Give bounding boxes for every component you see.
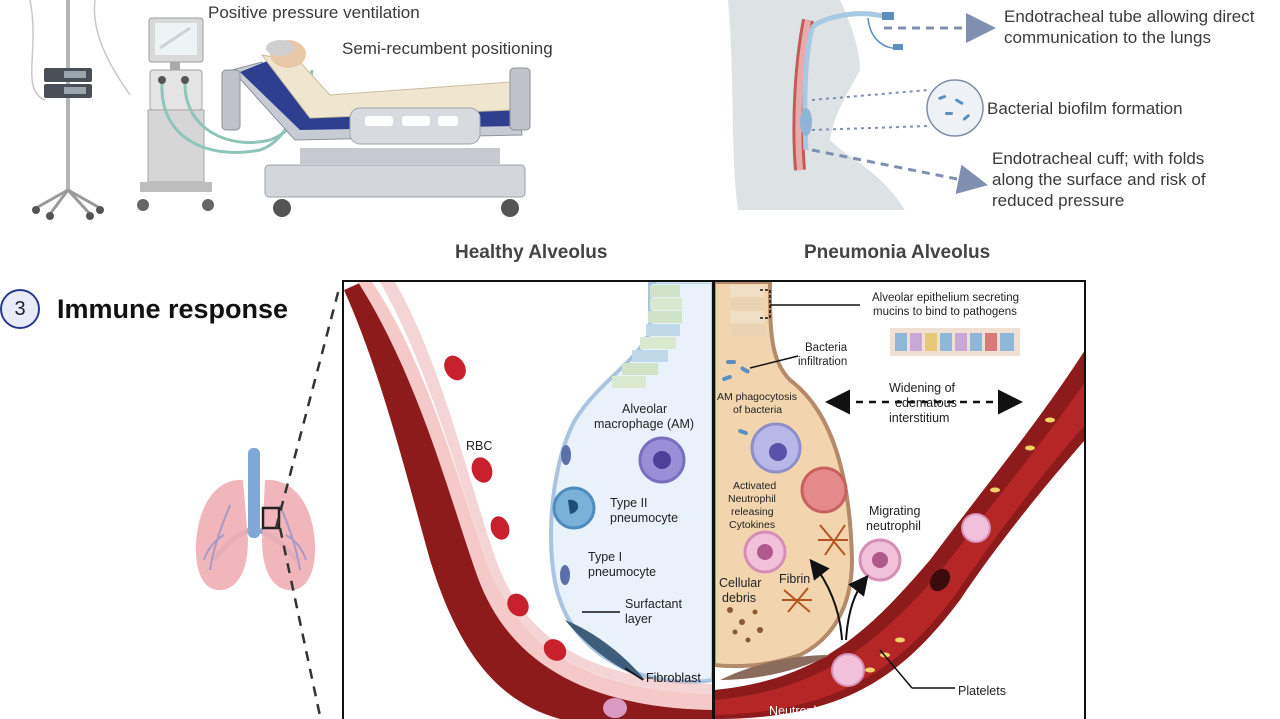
migrating-label-line2: neutrophil	[866, 519, 921, 533]
healthy-alveolus-panel	[344, 282, 713, 719]
am-phago-label-line1: AM phagocytosis	[717, 391, 797, 403]
fibrin-label: Fibrin	[779, 572, 811, 586]
iv-pole-illustration	[29, 0, 131, 220]
neutrophil-label: Neutrophil	[769, 704, 826, 718]
airway-illustration	[728, 0, 996, 210]
activated-label-line3: releasing	[731, 506, 774, 518]
cuff-label-line2: along the surface and risk of	[992, 170, 1206, 189]
bacteria-label-line1: Bacteria	[805, 342, 848, 354]
zoom-line-bottom	[278, 527, 322, 717]
activated-label-line2: Neutrophil	[728, 493, 776, 505]
pneumonia-alveolus-panel	[714, 282, 1085, 719]
step-number-badge: 3	[0, 289, 40, 329]
migrating-label-line1: Migrating	[869, 504, 921, 518]
epithelium-label-line2: mucins to bind to pathogens	[873, 306, 1017, 318]
am-phago-label-line2: of bacteria	[733, 404, 783, 416]
biofilm-label: Bacterial biofilm formation	[987, 99, 1183, 118]
surfactant-label-line2: layer	[625, 612, 653, 626]
cellular-label-line1: Cellular	[719, 576, 762, 590]
type1-label-line1: Type I	[588, 550, 623, 564]
section-title: Immune response	[57, 294, 289, 324]
pneumonia-panel-frame	[712, 280, 1086, 719]
widening-label-line2: edematous	[895, 396, 957, 410]
tube-label-line2: communication to the lungs	[1004, 28, 1211, 47]
fibroblast-pointer	[624, 667, 644, 681]
rbc-label: RBC	[466, 439, 493, 453]
cuff-label-line3: reduced pressure	[992, 191, 1125, 210]
type1-label-line2: pneumocyte	[588, 565, 657, 579]
cellular-label-line2: debris	[722, 591, 757, 605]
widening-label-line1: Widening of	[889, 381, 956, 395]
activated-label-line4: Cytokines	[729, 519, 776, 531]
am-label-line1: Alveolar	[622, 402, 668, 416]
am-label-line2: macrophage (AM)	[594, 417, 695, 431]
zoom-line-top	[274, 284, 342, 529]
type2-label-line2: pneumocyte	[610, 511, 679, 525]
ventilation-label: Positive pressure ventilation	[208, 3, 420, 22]
fibroblast-label: Fibroblast	[646, 671, 701, 685]
tube-label-line1: Endotracheal tube allowing direct	[1004, 7, 1255, 26]
cuff-label-line1: Endotracheal cuff; with folds	[992, 149, 1205, 168]
lungs-icon	[195, 448, 316, 591]
pneumonia-alveolus-title: Pneumonia Alveolus	[804, 242, 991, 263]
positioning-label: Semi-recumbent positioning	[342, 39, 553, 58]
activated-label-line1: Activated	[733, 480, 777, 492]
epithelium-label-line1: Alveolar epithelium secreting	[872, 292, 1020, 304]
type2-label-line1: Type II	[610, 496, 648, 510]
ventilator-illustration	[137, 17, 314, 211]
bacteria-label-line2: infiltration	[798, 356, 848, 368]
surfactant-label-line1: Surfactant	[625, 597, 682, 611]
platelets-label: Platelets	[958, 684, 1006, 698]
hospital-bed-illustration	[221, 40, 531, 217]
healthy-alveolus-title: Healthy Alveolus	[455, 242, 608, 263]
widening-label-line3: interstitium	[889, 411, 950, 425]
